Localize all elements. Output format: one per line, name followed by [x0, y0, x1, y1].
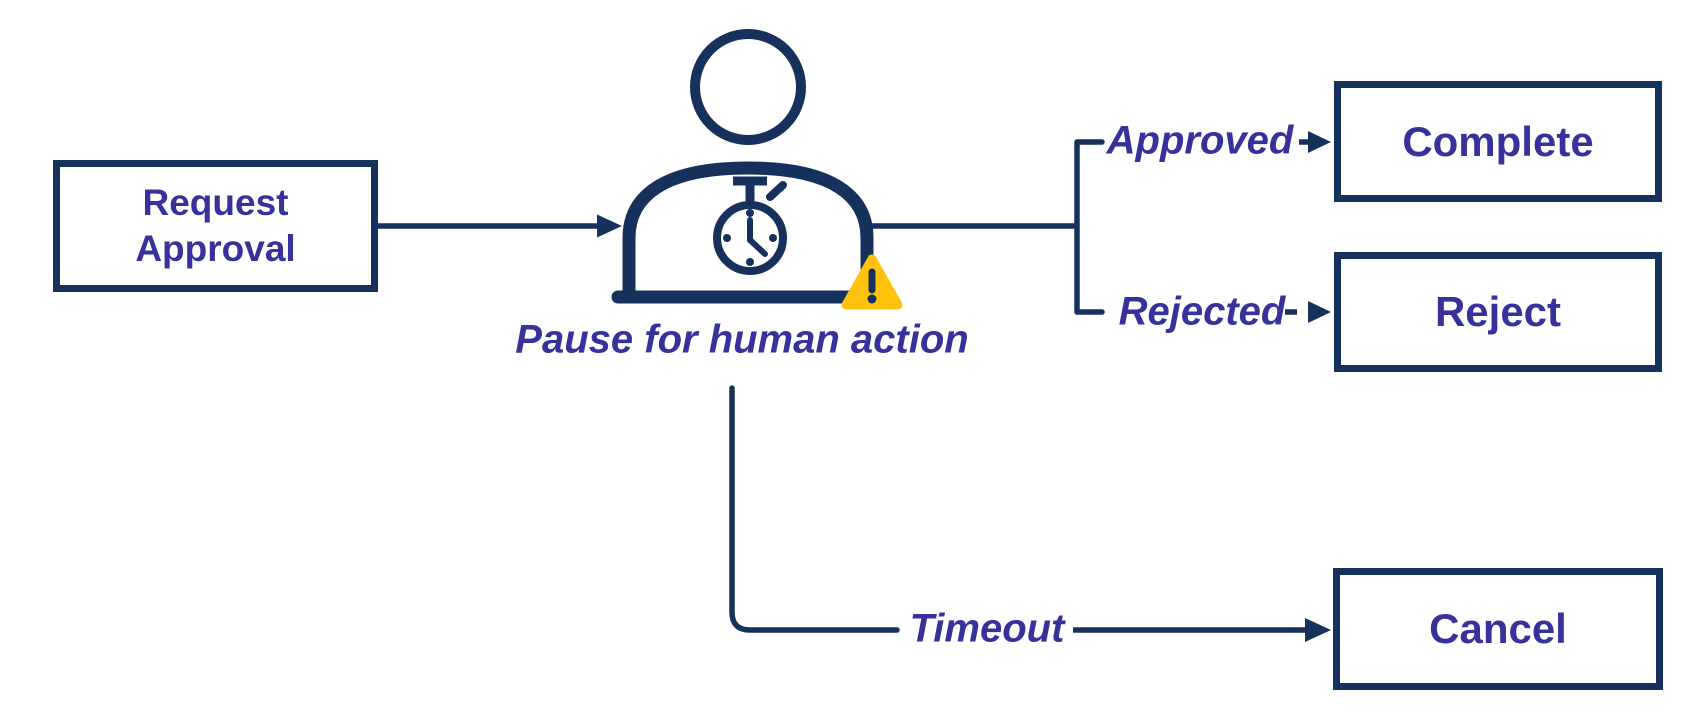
edge-pause-to-timeout: [729, 385, 900, 633]
node-reject: Reject: [1334, 252, 1662, 372]
node-cancel: Cancel: [1333, 568, 1663, 690]
warning-triangle-icon: [841, 254, 903, 310]
edge-label-approved: Approved: [1106, 118, 1294, 163]
edge-rejected-arrow: [1285, 301, 1331, 323]
person-icon: [611, 29, 885, 304]
node-reject-label: Reject: [1434, 288, 1562, 335]
node-request-approval: Request Approval: [53, 160, 378, 292]
node-complete: Complete: [1334, 81, 1662, 202]
node-request-approval-label: Request Approval: [135, 180, 295, 272]
edge-approved-arrow: [1299, 131, 1331, 153]
edge-request-to-pause: [378, 214, 622, 238]
stopwatch-icon: [713, 176, 787, 275]
node-cancel-label: Cancel: [1429, 605, 1567, 652]
request-line-2: Approval: [135, 228, 296, 269]
pause-caption: Pause for human action: [515, 317, 969, 362]
node-complete-label: Complete: [1402, 117, 1594, 165]
edge-label-timeout: Timeout: [909, 606, 1065, 651]
request-line-1: Request: [142, 182, 289, 223]
edge-label-rejected: Rejected: [1118, 289, 1286, 334]
branch-bracket: [1074, 139, 1105, 315]
edge-timeout-arrow: [1073, 618, 1331, 642]
